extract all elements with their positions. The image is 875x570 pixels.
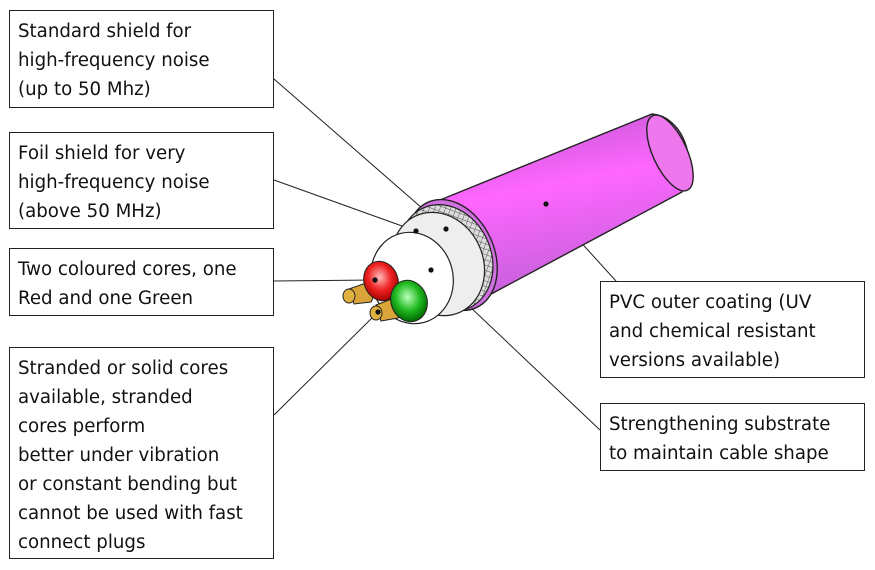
callout-stranded-cores: Stranded or solid cores available, stran… xyxy=(9,347,274,559)
leader-standard-shield xyxy=(273,78,447,230)
callout-foil-shield: Foil shield for very high-frequency nois… xyxy=(9,132,274,229)
callout-coloured-cores: Two coloured cores, one Red and one Gree… xyxy=(9,248,274,316)
callout-pvc-coating: PVC outer coating (UV and chemical resis… xyxy=(600,281,865,378)
callout-standard-shield: Standard shield for high-frequency noise… xyxy=(9,10,274,108)
leader-stranded-cores xyxy=(273,311,379,416)
callout-substrate: Strengthening substrate to maintain cabl… xyxy=(600,403,865,471)
green-core xyxy=(369,279,428,323)
leader-dots xyxy=(372,201,549,315)
leader-foil-shield xyxy=(273,179,417,232)
red-core xyxy=(342,260,399,305)
leader-coloured-cores xyxy=(273,279,376,282)
